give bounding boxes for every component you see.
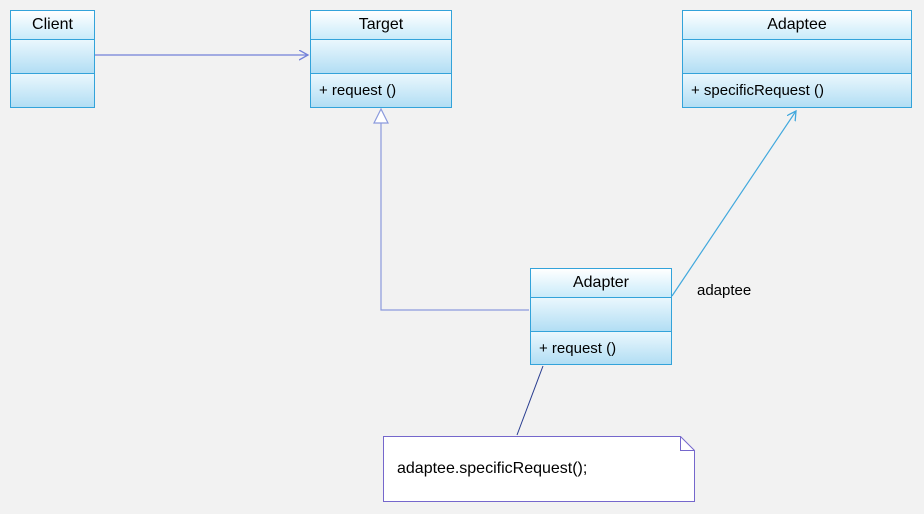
class-adaptee-operation: + specificRequest () xyxy=(683,74,911,107)
note-fold-corner xyxy=(680,436,695,451)
note[interactable]: adaptee.specificRequest(); xyxy=(383,436,695,502)
adapter-adaptee-association[interactable] xyxy=(671,111,796,297)
class-client-title: Client xyxy=(11,11,94,40)
note-connector[interactable] xyxy=(516,365,544,436)
class-target-operation: + request () xyxy=(311,74,451,107)
class-adaptee[interactable]: Adaptee + specificRequest () xyxy=(682,10,912,108)
association-role-label: adaptee xyxy=(697,282,752,299)
class-adaptee-attributes xyxy=(683,40,911,74)
note-text: adaptee.specificRequest(); xyxy=(397,460,588,477)
generalization-triangle-arrowhead xyxy=(373,107,389,124)
class-target[interactable]: Target + request () xyxy=(310,10,452,108)
class-adaptee-title: Adaptee xyxy=(683,11,911,40)
class-target-attributes xyxy=(311,40,451,74)
class-client-operations xyxy=(11,74,94,107)
class-adapter[interactable]: Adapter + request () xyxy=(530,268,672,365)
adapter-target-generalization[interactable] xyxy=(380,123,529,311)
note-shape xyxy=(383,436,695,502)
class-target-title: Target xyxy=(311,11,451,40)
class-client-attributes xyxy=(11,40,94,74)
class-adapter-title: Adapter xyxy=(531,269,671,298)
class-adapter-operation: + request () xyxy=(531,332,671,364)
class-adapter-attributes xyxy=(531,298,671,332)
class-client[interactable]: Client xyxy=(10,10,95,108)
